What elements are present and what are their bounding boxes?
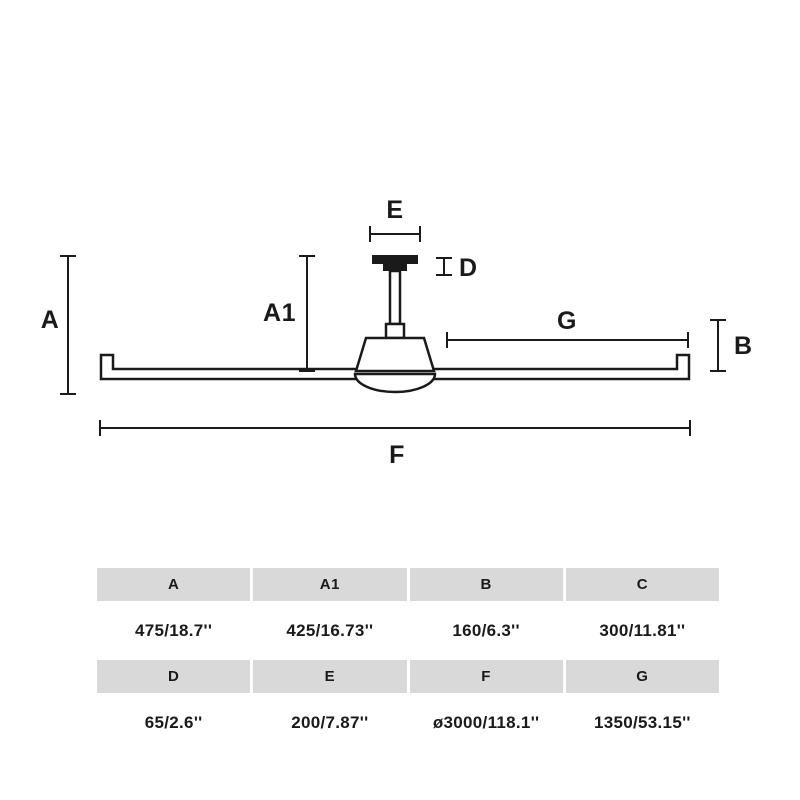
- dimension-E: E: [369, 196, 421, 242]
- table-value-cell: 425/16.73'': [253, 601, 407, 660]
- fan-downrod-collar: [384, 322, 406, 340]
- dim-B-label: B: [734, 332, 753, 360]
- dim-A1-label: A1: [263, 299, 296, 327]
- table-value-cell: 300/11.81'': [565, 601, 719, 660]
- fan-downrod: [388, 269, 402, 326]
- fan-light-dome: [353, 372, 437, 394]
- fan-dimension-diagram: E D A1 A G B F: [41, 196, 753, 469]
- table-value-cell: ø3000/118.1'': [409, 693, 563, 752]
- table-header-cell: B: [409, 568, 563, 601]
- dimension-A1: A1: [263, 255, 315, 372]
- table-header-cell: D: [97, 660, 251, 693]
- dim-G-label: G: [557, 307, 577, 335]
- dim-E-label: E: [386, 196, 403, 224]
- dimension-D: D: [436, 254, 478, 282]
- table-value-row-1: 475/18.7'' 425/16.73'' 160/6.3'' 300/11.…: [97, 601, 719, 660]
- dim-A-label: A: [41, 306, 60, 334]
- table-value-cell: 200/7.87'': [253, 693, 407, 752]
- table-value-cell: 1350/53.15'': [565, 693, 719, 752]
- dimension-B: B: [710, 319, 753, 372]
- table-header-cell: E: [253, 660, 407, 693]
- table-value-row-2: 65/2.6'' 200/7.87'' ø3000/118.1'' 1350/5…: [97, 693, 719, 752]
- fan-drawing: [99, 255, 691, 394]
- fan-canopy-stem: [383, 264, 407, 271]
- table-header-row-1: A A1 B C: [97, 568, 719, 601]
- fan-motor-housing: [354, 336, 436, 373]
- table-value-cell: 475/18.7'': [97, 601, 251, 660]
- dimension-A: A: [41, 255, 76, 395]
- table-header-cell: G: [565, 660, 719, 693]
- table-header-cell: A: [97, 568, 251, 601]
- table-value-cell: 65/2.6'': [97, 693, 251, 752]
- table-header-cell: F: [409, 660, 563, 693]
- dimension-spec-table: A A1 B C 475/18.7'' 425/16.73'' 160/6.3'…: [97, 568, 719, 752]
- fan-blades: [99, 353, 691, 381]
- dimension-F: F: [99, 420, 691, 469]
- table-header-row-2: D E F G: [97, 660, 719, 693]
- dimension-G: G: [446, 307, 689, 348]
- dim-D-label: D: [459, 254, 478, 282]
- dim-F-label: F: [389, 441, 405, 469]
- table-value-cell: 160/6.3'': [409, 601, 563, 660]
- table-header-cell: A1: [253, 568, 407, 601]
- table-header-cell: C: [565, 568, 719, 601]
- fan-canopy: [372, 255, 418, 264]
